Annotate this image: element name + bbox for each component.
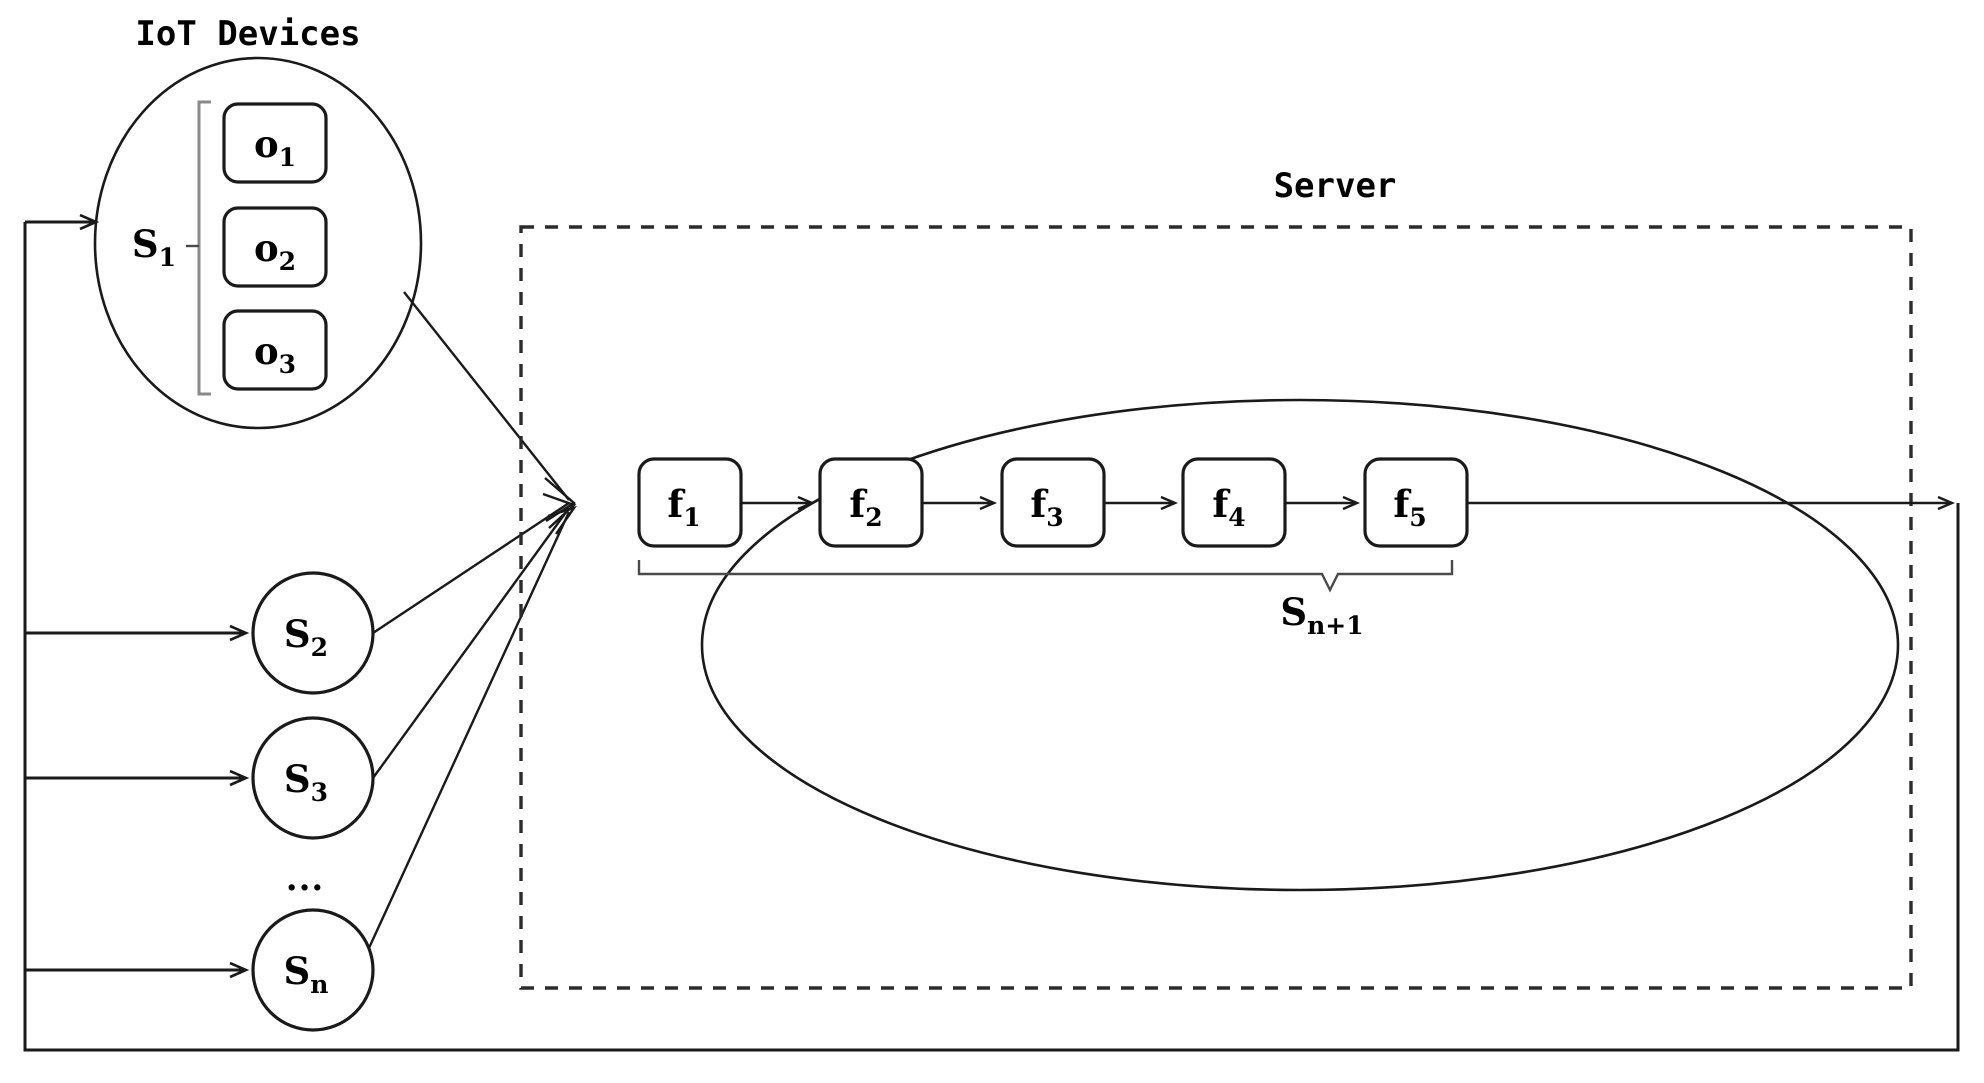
- label-f2: f2: [849, 482, 882, 532]
- label-s3: S3: [284, 757, 328, 807]
- link-s3-to-server: [372, 507, 570, 779]
- convergence-arrowhead-a: [544, 477, 577, 523]
- server-boundary-dashed-rect[interactable]: [519, 225, 1913, 990]
- sensor-ellipsis: ...: [286, 859, 325, 899]
- label-sn: Sn: [284, 949, 329, 999]
- label-s1: S1: [132, 222, 176, 272]
- function-chain: [637, 457, 1952, 548]
- iot-device-s1-ellipse[interactable]: [93, 56, 423, 430]
- label-f5: f5: [1393, 482, 1426, 532]
- heading-server: Server: [1274, 166, 1397, 206]
- label-f3: f3: [1030, 482, 1063, 532]
- link-s1-to-server: [403, 291, 570, 501]
- s1-object-brace: [186, 100, 211, 396]
- object-box-o1[interactable]: [222, 102, 328, 184]
- convergence-arrowhead-b: [542, 492, 577, 529]
- heading-iot-devices: IoT Devices: [135, 14, 360, 54]
- feedback-return-line: [23, 222, 1960, 1052]
- label-o3: o3: [254, 329, 296, 379]
- label-o1: o1: [254, 122, 296, 172]
- feedback-branches: [25, 222, 246, 970]
- label-f4: f4: [1212, 482, 1245, 532]
- iot-object-boxes: [222, 102, 328, 391]
- chain-brace-sn1: [637, 560, 1454, 593]
- label-s2: S2: [284, 612, 328, 662]
- server-function-ellipse[interactable]: [700, 398, 1900, 892]
- link-s2-to-server: [372, 501, 570, 635]
- link-sn-to-server: [367, 511, 571, 949]
- label-f1: f1: [667, 482, 700, 532]
- convergence-arrowhead-c: [547, 505, 577, 535]
- label-sn-plus-1: Sn+1: [1280, 590, 1363, 640]
- label-o2: o2: [254, 226, 296, 276]
- sensor-to-server-links: [367, 291, 577, 949]
- sensor-circle-sn[interactable]: [251, 908, 375, 1032]
- feedback-loop-path: [23, 222, 1960, 1052]
- object-box-o3[interactable]: [222, 309, 328, 391]
- object-box-o2[interactable]: [222, 206, 328, 288]
